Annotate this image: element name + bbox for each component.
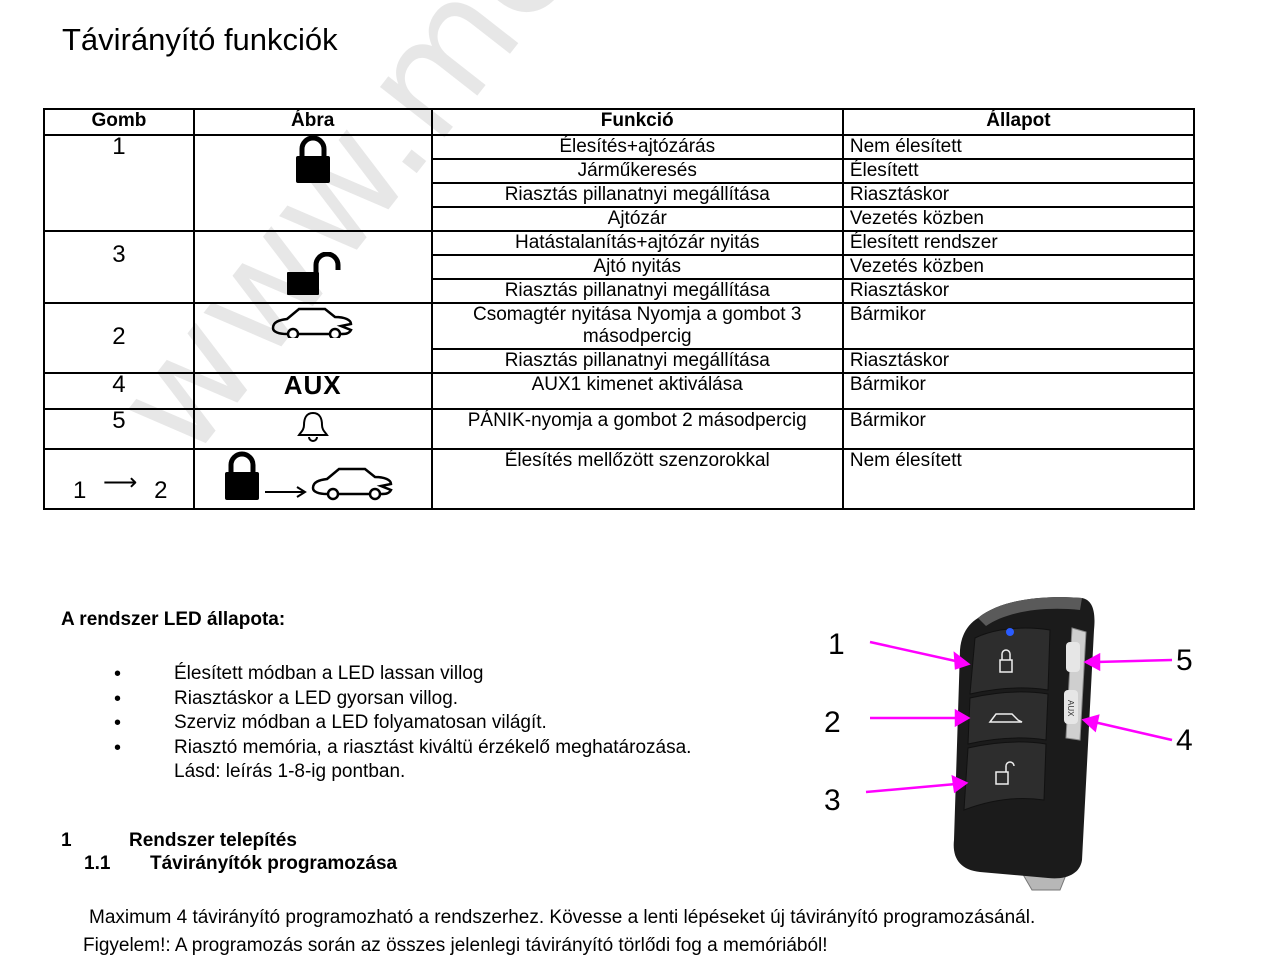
icon-cell [192, 230, 433, 304]
remote-button-4 [1064, 690, 1078, 724]
table-row: Riasztás pillanatnyi megállítása Riasztá… [44, 182, 1196, 208]
function-cell: Hatástalanítás+ajtózár nyitás [430, 230, 844, 256]
state-cell: Élesített [841, 158, 1196, 184]
lock-closed-icon [295, 135, 330, 183]
button-to: 2 [154, 477, 168, 504]
function-cell: Ajtó nyitás [430, 254, 844, 280]
remote-illustration: AUX 1 2 3 4 5 [810, 590, 1230, 900]
list-item: • Riasztáskor a LED gyorsan villog. [110, 687, 760, 712]
remote-button-1 [969, 627, 1051, 695]
remote-button-5 [1066, 642, 1080, 672]
remote-label-2: 2 [824, 706, 841, 739]
function-cell: Élesítés mellőzött szenzorokkal [430, 448, 844, 510]
bullet-icon: • [114, 712, 122, 734]
table-row: Ajtó nyitás Vezetés közben [44, 254, 1196, 280]
table-row: 1 Élesítés+ajtózárás Nem élesített [43, 134, 1196, 232]
section-1-1-title: Távirányítók programozása [150, 853, 398, 874]
table-row: 5 PÁNIK-nyomja a gombot 2 másodpercig Bá… [43, 408, 1196, 450]
button-cell: 2 [43, 302, 195, 374]
aux-icon-text: AUX [283, 370, 342, 400]
state-cell: Nem élesített [841, 448, 1196, 510]
list-item-text: Szerviz módban a LED folyamatosan világí… [174, 712, 547, 733]
list-item-text: Lásd: leírás 1-8-ig pontban. [174, 761, 406, 782]
header-funkcio: Funkció [430, 108, 844, 136]
bullet-icon: • [114, 736, 122, 759]
remote-aux-label: AUX [1066, 700, 1075, 717]
list-item-text: Riasztáskor a LED gyorsan villog. [174, 687, 459, 709]
remote-label-4: 4 [1176, 724, 1193, 757]
button-cell: 1 [43, 134, 195, 232]
section-1-1-number: 1.1 [84, 853, 111, 874]
led-list: • Élesített módban a LED lassan villog • R… [110, 662, 760, 785]
list-item-text: Élesített módban a LED lassan villog [174, 663, 484, 684]
bullet-icon: • [114, 663, 122, 685]
state-cell: Vezetés közben [841, 206, 1196, 232]
button-cell: 5 [43, 408, 195, 450]
state-cell: Riasztáskor [841, 278, 1196, 304]
icon-cell [192, 302, 433, 374]
state-cell: Riasztáskor [841, 348, 1196, 374]
remote-photo: AUX 1 2 3 4 5 [824, 597, 1193, 891]
header-gomb: Gomb [43, 108, 195, 136]
button-from: 1 [73, 477, 87, 504]
paragraph-warning: Figyelem!: A programozás során az összes… [83, 935, 828, 956]
table-row: 1 ⟶ 2 Élesítés mellőzött szenzorokkal Ne… [43, 448, 1196, 510]
function-cell: PÁNIK-nyomja a gombot 2 másodpercig [430, 408, 844, 450]
arrow-right-icon: ⟶ [103, 469, 138, 496]
function-cell: Járműkeresés [430, 158, 844, 184]
aux-icon: AUX [192, 370, 433, 410]
lock-open-icon [286, 251, 341, 295]
list-item: • Élesített módban a LED lassan villog [110, 662, 760, 687]
function-cell: Ajtózár [430, 206, 844, 232]
table-row: Riasztás pillanatnyi megállítása Riasztá… [44, 278, 1196, 304]
remote-label-1: 1 [828, 628, 845, 661]
state-cell: Bármikor [841, 408, 1196, 450]
function-cell: Riasztás pillanatnyi megállítása [430, 278, 844, 304]
button-cell: 1 ⟶ 2 [43, 448, 195, 510]
state-cell: Riasztáskor [841, 182, 1196, 208]
state-cell: Élesített rendszer [841, 230, 1196, 256]
remote-button-2 [967, 691, 1049, 745]
led-section-title: A rendszer LED állapota: [61, 609, 286, 630]
function-cell: Riasztás pillanatnyi megállítása [430, 182, 844, 208]
functions-table: Gomb Ábra Funkció Állapot 1 Élesítés+ajt… [43, 108, 1196, 510]
state-cell: Vezetés közben [841, 254, 1196, 280]
button-cell: 3 [43, 230, 195, 304]
remote-label-5: 5 [1176, 644, 1193, 677]
list-item: • Szerviz módban a LED folyamatosan világ… [110, 711, 760, 736]
table-row: 2 Csomagtér nyitása Nyomja a gombot 3 má… [43, 302, 1196, 374]
table-header-row: Gomb Ábra Funkció Állapot [43, 108, 1196, 136]
button-cell: 4 [43, 372, 195, 410]
table-row: Járműkeresés Élesített [44, 158, 1196, 184]
page-title: Távirányító funkciók [62, 22, 338, 57]
function-cell: Csomagtér nyitása Nyomja a gombot 3 máso… [430, 302, 844, 350]
icon-cell [192, 134, 433, 232]
function-cell: Élesítés+ajtózárás [430, 134, 844, 160]
bullet-icon: • [114, 687, 122, 710]
bell-icon [296, 411, 329, 442]
state-cell: Nem élesített [841, 134, 1196, 160]
list-item-text: Riasztó memória, a riasztást kiváltü érz… [174, 736, 692, 758]
list-item: • Riasztó memória, a riasztást kiváltü ér… [110, 736, 760, 761]
list-item-continuation: Lásd: leírás 1-8-ig pontban. [110, 760, 760, 785]
table-row: Riasztás pillanatnyi megállítása Riasztá… [44, 348, 1196, 374]
table-row: Ajtózár Vezetés közben [44, 206, 1196, 232]
car-trunk-icon [271, 307, 353, 341]
table-row: 4 AUX AUX1 kimenet aktiválása Bármikor [43, 370, 1196, 410]
section-1-number: 1 [61, 830, 72, 851]
remote-label-3: 3 [824, 784, 841, 817]
function-cell: AUX1 kimenet aktiválása [430, 372, 844, 410]
icon-cell [192, 408, 433, 450]
table-row: 3 Hatástalanítás+ajtózár nyitás Élesítet… [43, 230, 1196, 304]
state-cell: Bármikor [841, 372, 1196, 410]
remote-button-3 [963, 741, 1047, 811]
lock-arrow-car-svg [224, 451, 393, 501]
header-abra: Ábra [192, 108, 433, 136]
state-cell: Bármikor [841, 302, 1196, 350]
function-cell: Riasztás pillanatnyi megállítása [430, 348, 844, 374]
header-allapot: Állapot [841, 108, 1196, 136]
section-1-title: Rendszer telepítés [129, 830, 297, 851]
lock-arrow-car-icon [192, 448, 433, 510]
paragraph-max-remotes: Maximum 4 távirányító programozható a re… [89, 907, 1036, 928]
